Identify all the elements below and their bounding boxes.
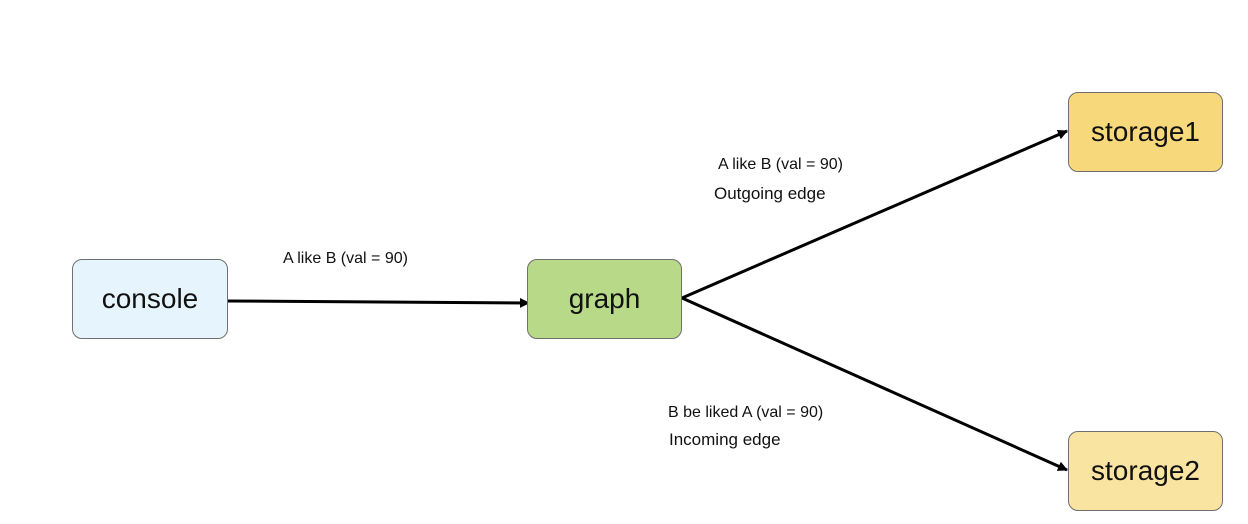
node-storage1: storage1	[1068, 92, 1223, 172]
edge-sublabel-outgoing: Outgoing edge	[714, 184, 826, 203]
node-storage1-label: storage1	[1091, 116, 1200, 147]
node-console-label: console	[101, 283, 199, 314]
node-storage2-label: storage2	[1091, 455, 1200, 486]
node-graph-label: graph	[568, 283, 641, 314]
edge-console-to-graph	[227, 297, 530, 308]
edge-graph-to-storage2	[681, 296, 1068, 472]
edge-label-console-to-graph: A like B (val = 90)	[283, 250, 408, 267]
edge-label-graph-to-storage1: A like B (val = 90)	[718, 156, 843, 173]
node-storage2: storage2	[1068, 431, 1223, 511]
edge-label-graph-to-storage2: B be liked A (val = 90)	[668, 404, 824, 421]
edge-graph-to-storage1	[681, 129, 1068, 300]
edge-sublabel-incoming: Incoming edge	[669, 430, 781, 449]
node-graph: graph	[527, 259, 682, 339]
node-console: console	[72, 259, 228, 339]
